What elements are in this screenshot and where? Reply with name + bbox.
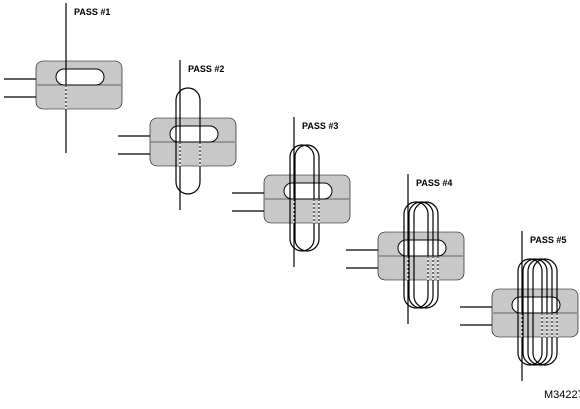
pass-label: PASS #3: [302, 121, 338, 131]
wire-loop: [532, 258, 558, 366]
pass-2: PASS #2: [118, 60, 237, 210]
wire-loop: [527, 258, 553, 366]
figure-code: M34227: [544, 389, 580, 401]
pass-label: PASS #1: [74, 7, 110, 17]
wire-loop: [517, 258, 543, 366]
wire-loop: [294, 144, 320, 252]
pass-5: PASS #5: [460, 231, 579, 381]
core-window: [169, 125, 219, 143]
pass-label: PASS #2: [188, 64, 224, 74]
wire-loop: [522, 258, 548, 366]
core-window: [511, 296, 561, 314]
wire-loop: [408, 201, 434, 309]
wire-loop: [413, 201, 439, 309]
wire-loop: [175, 87, 201, 195]
pass-label: PASS #5: [530, 235, 566, 245]
pass-1: PASS #1: [4, 3, 123, 153]
wire-loop: [403, 201, 429, 309]
core-window: [55, 68, 105, 86]
pass-3: PASS #3: [232, 117, 351, 267]
pass-4: PASS #4: [346, 174, 465, 324]
core-window: [283, 182, 333, 200]
passes-layer: PASS #1 PASS #2 PASS #3 PASS #4 PASS #5: [4, 3, 579, 381]
wire-loop: [289, 144, 315, 252]
pass-label: PASS #4: [416, 178, 452, 188]
core-window: [397, 239, 447, 257]
